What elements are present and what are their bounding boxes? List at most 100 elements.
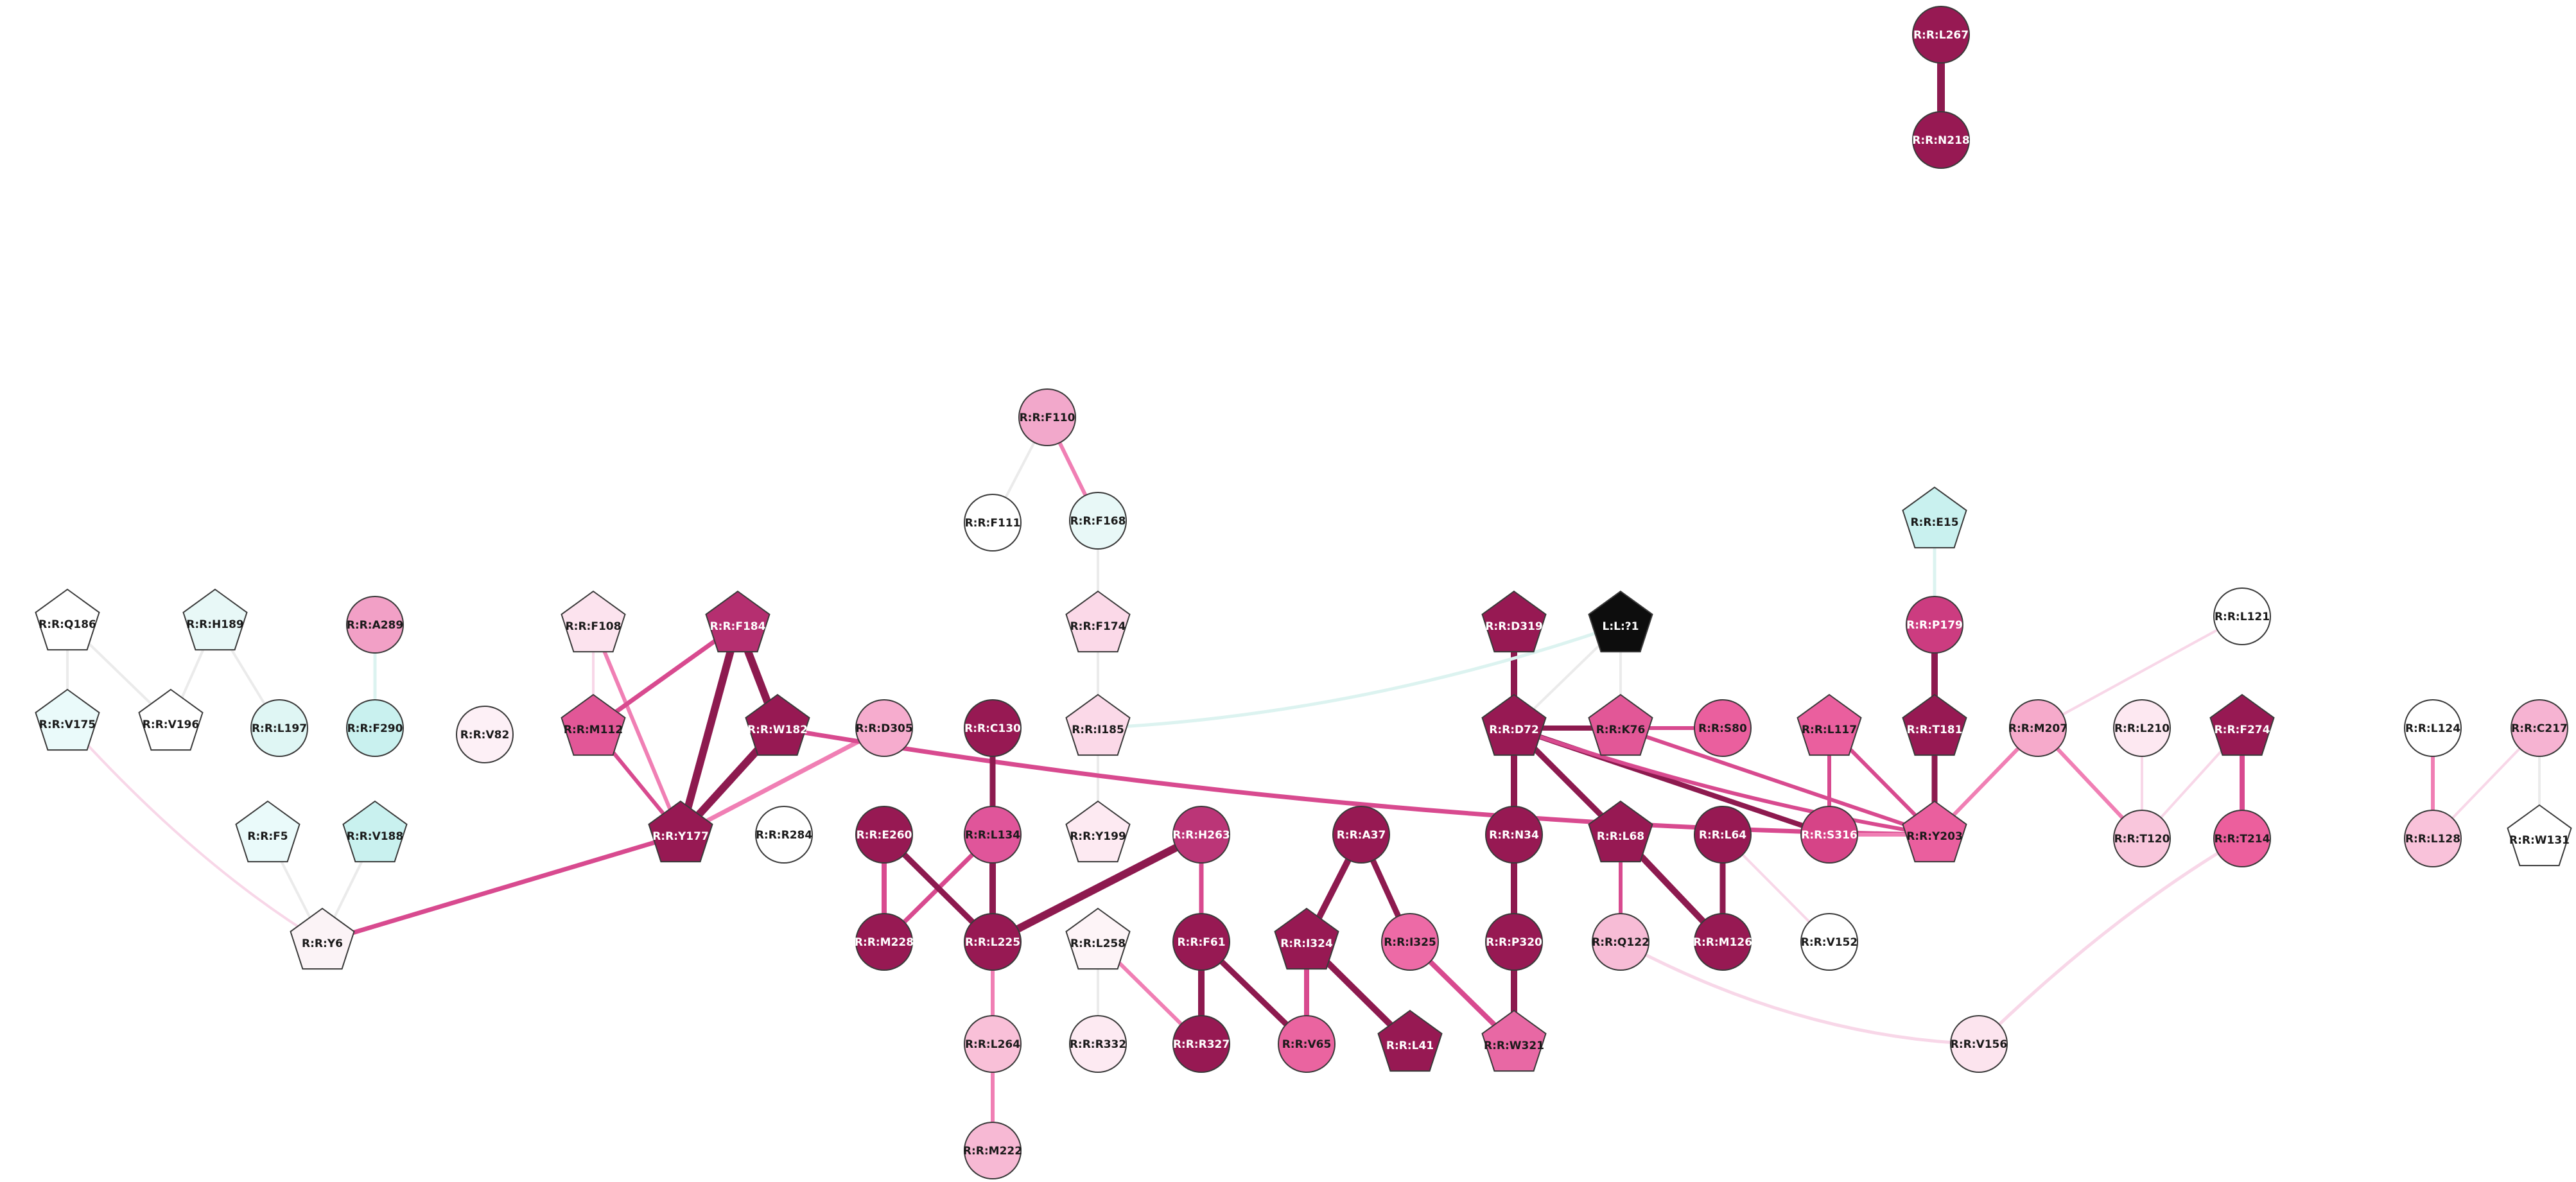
node-t120[interactable]: R:R:T120 — [2113, 810, 2171, 867]
node-r284[interactable]: R:R:R284 — [755, 806, 813, 864]
node-m207[interactable]: R:R:M207 — [2008, 699, 2067, 757]
node-k76[interactable]: R:R:K76 — [1588, 693, 1653, 756]
node-t181[interactable]: R:R:T181 — [1902, 693, 1967, 756]
node-p179[interactable]: R:R:P179 — [1906, 596, 1963, 654]
node-f108[interactable]: R:R:F108 — [561, 590, 626, 653]
node-e15[interactable]: R:R:E15 — [1902, 486, 1967, 549]
circle-node-shape — [2113, 810, 2171, 867]
node-l117[interactable]: R:R:L117 — [1797, 693, 1862, 756]
circle-node-shape — [1381, 913, 1439, 971]
node-v196[interactable]: R:R:V196 — [138, 688, 204, 751]
node-l128[interactable]: R:R:L128 — [2404, 810, 2462, 867]
pentagon-node-shape — [1065, 800, 1131, 863]
node-m222[interactable]: R:R:M222 — [963, 1122, 1022, 1179]
node-n34[interactable]: R:R:N34 — [1485, 806, 1543, 864]
node-v175[interactable]: R:R:V175 — [35, 688, 100, 751]
circle-node-shape — [1912, 111, 1970, 169]
circle-node-shape — [1694, 913, 1752, 971]
node-w131[interactable]: R:R:W131 — [2507, 804, 2572, 867]
node-l124[interactable]: R:R:L124 — [2404, 699, 2462, 757]
edge-f184-y177 — [677, 621, 742, 839]
edge-v156-t214 — [1977, 837, 2244, 1046]
node-r332[interactable]: R:R:R332 — [1069, 1015, 1127, 1073]
circle-node-shape — [964, 806, 1022, 864]
pentagon-node-shape — [2209, 693, 2275, 756]
edge-l121-m207 — [2037, 615, 2243, 729]
edge-layer — [66, 31, 2541, 1152]
node-f111[interactable]: R:R:F111 — [964, 494, 1022, 552]
node-v82[interactable]: R:R:V82 — [456, 706, 514, 763]
circle-node-shape — [1172, 1015, 1230, 1073]
node-c217[interactable]: R:R:C217 — [2511, 699, 2568, 757]
node-q186[interactable]: R:R:Q186 — [35, 588, 100, 651]
node-m112[interactable]: R:R:M112 — [561, 693, 626, 756]
node-l197[interactable]: R:R:L197 — [250, 699, 308, 757]
node-a37[interactable]: R:R:A37 — [1332, 806, 1390, 864]
node-i325[interactable]: R:R:I325 — [1381, 913, 1439, 971]
node-f61[interactable]: R:R:F61 — [1172, 913, 1230, 971]
node-v156[interactable]: R:R:V156 — [1950, 1015, 2008, 1073]
node-i185[interactable]: R:R:I185 — [1065, 693, 1131, 756]
node-f290[interactable]: R:R:F290 — [346, 699, 404, 757]
node-v152[interactable]: R:R:V152 — [1800, 913, 1858, 971]
circle-node-shape — [1906, 596, 1963, 654]
node-f5[interactable]: R:R:F5 — [235, 800, 300, 863]
pentagon-node-shape — [1588, 800, 1653, 863]
node-t214[interactable]: R:R:T214 — [2213, 810, 2271, 867]
node-f110[interactable]: R:R:F110 — [1018, 388, 1076, 446]
node-m126[interactable]: R:R:M126 — [1693, 913, 1752, 971]
node-a289[interactable]: R:R:A289 — [346, 596, 404, 654]
node-c130[interactable]: R:R:C130 — [964, 699, 1022, 757]
node-y6[interactable]: R:R:Y6 — [290, 907, 355, 970]
circle-node-shape — [964, 1015, 1022, 1073]
node-i324[interactable]: R:R:I324 — [1274, 907, 1339, 970]
node-m228[interactable]: R:R:M228 — [855, 913, 914, 971]
node-l64[interactable]: R:R:L64 — [1694, 806, 1752, 864]
edge-w182-y203 — [775, 726, 1937, 837]
node-l264[interactable]: R:R:L264 — [964, 1015, 1022, 1073]
node-h263[interactable]: R:R:H263 — [1172, 806, 1230, 864]
circle-node-shape — [2404, 810, 2462, 867]
node-s316[interactable]: R:R:S316 — [1800, 806, 1858, 864]
node-v188[interactable]: R:R:V188 — [342, 800, 408, 863]
node-w182[interactable]: R:R:W182 — [745, 693, 810, 756]
pentagon-node-shape — [1588, 693, 1653, 756]
node-l210[interactable]: R:R:L210 — [2113, 699, 2171, 757]
node-l134[interactable]: R:R:L134 — [964, 806, 1022, 864]
circle-node-shape — [1912, 6, 1970, 64]
edge-y6-y177 — [320, 832, 683, 944]
pentagon-node-shape — [35, 588, 100, 651]
node-n218[interactable]: R:R:N218 — [1912, 111, 1970, 169]
node-f174[interactable]: R:R:F174 — [1065, 590, 1131, 653]
node-y199[interactable]: R:R:Y199 — [1065, 800, 1131, 863]
node-l267[interactable]: R:R:L267 — [1912, 6, 1970, 64]
node-f184[interactable]: R:R:F184 — [705, 590, 770, 653]
node-q122[interactable]: R:R:Q122 — [1592, 913, 1649, 971]
node-f274[interactable]: R:R:F274 — [2209, 693, 2275, 756]
pentagon-node-shape — [1065, 693, 1131, 756]
pentagon-node-shape — [290, 907, 355, 970]
circle-node-shape — [1800, 913, 1858, 971]
node-f168[interactable]: R:R:F168 — [1069, 492, 1127, 550]
pentagon-node-shape — [1377, 1009, 1443, 1072]
node-h189[interactable]: R:R:H189 — [182, 588, 248, 651]
node-s80[interactable]: R:R:S80 — [1694, 699, 1752, 757]
circle-node-shape — [2009, 699, 2067, 757]
node-v65[interactable]: R:R:V65 — [1278, 1015, 1336, 1073]
node-r327[interactable]: R:R:R327 — [1172, 1015, 1230, 1073]
node-e260[interactable]: R:R:E260 — [855, 806, 913, 864]
node-d72[interactable]: R:R:D72 — [1481, 693, 1547, 756]
pentagon-node-shape — [1065, 907, 1131, 970]
node-d305[interactable]: R:R:D305 — [855, 699, 913, 757]
node-l121[interactable]: R:R:L121 — [2213, 587, 2271, 645]
circle-node-shape — [2213, 587, 2271, 645]
node-l258[interactable]: R:R:L258 — [1065, 907, 1131, 970]
node-p320[interactable]: R:R:P320 — [1485, 913, 1543, 971]
node-d319[interactable]: R:R:D319 — [1481, 590, 1547, 653]
node-l225[interactable]: R:R:L225 — [964, 913, 1022, 971]
circle-node-shape — [1172, 913, 1230, 971]
circle-node-shape — [964, 699, 1022, 757]
node-lig[interactable]: L:L:?1 — [1588, 590, 1653, 653]
circle-node-shape — [346, 596, 404, 654]
